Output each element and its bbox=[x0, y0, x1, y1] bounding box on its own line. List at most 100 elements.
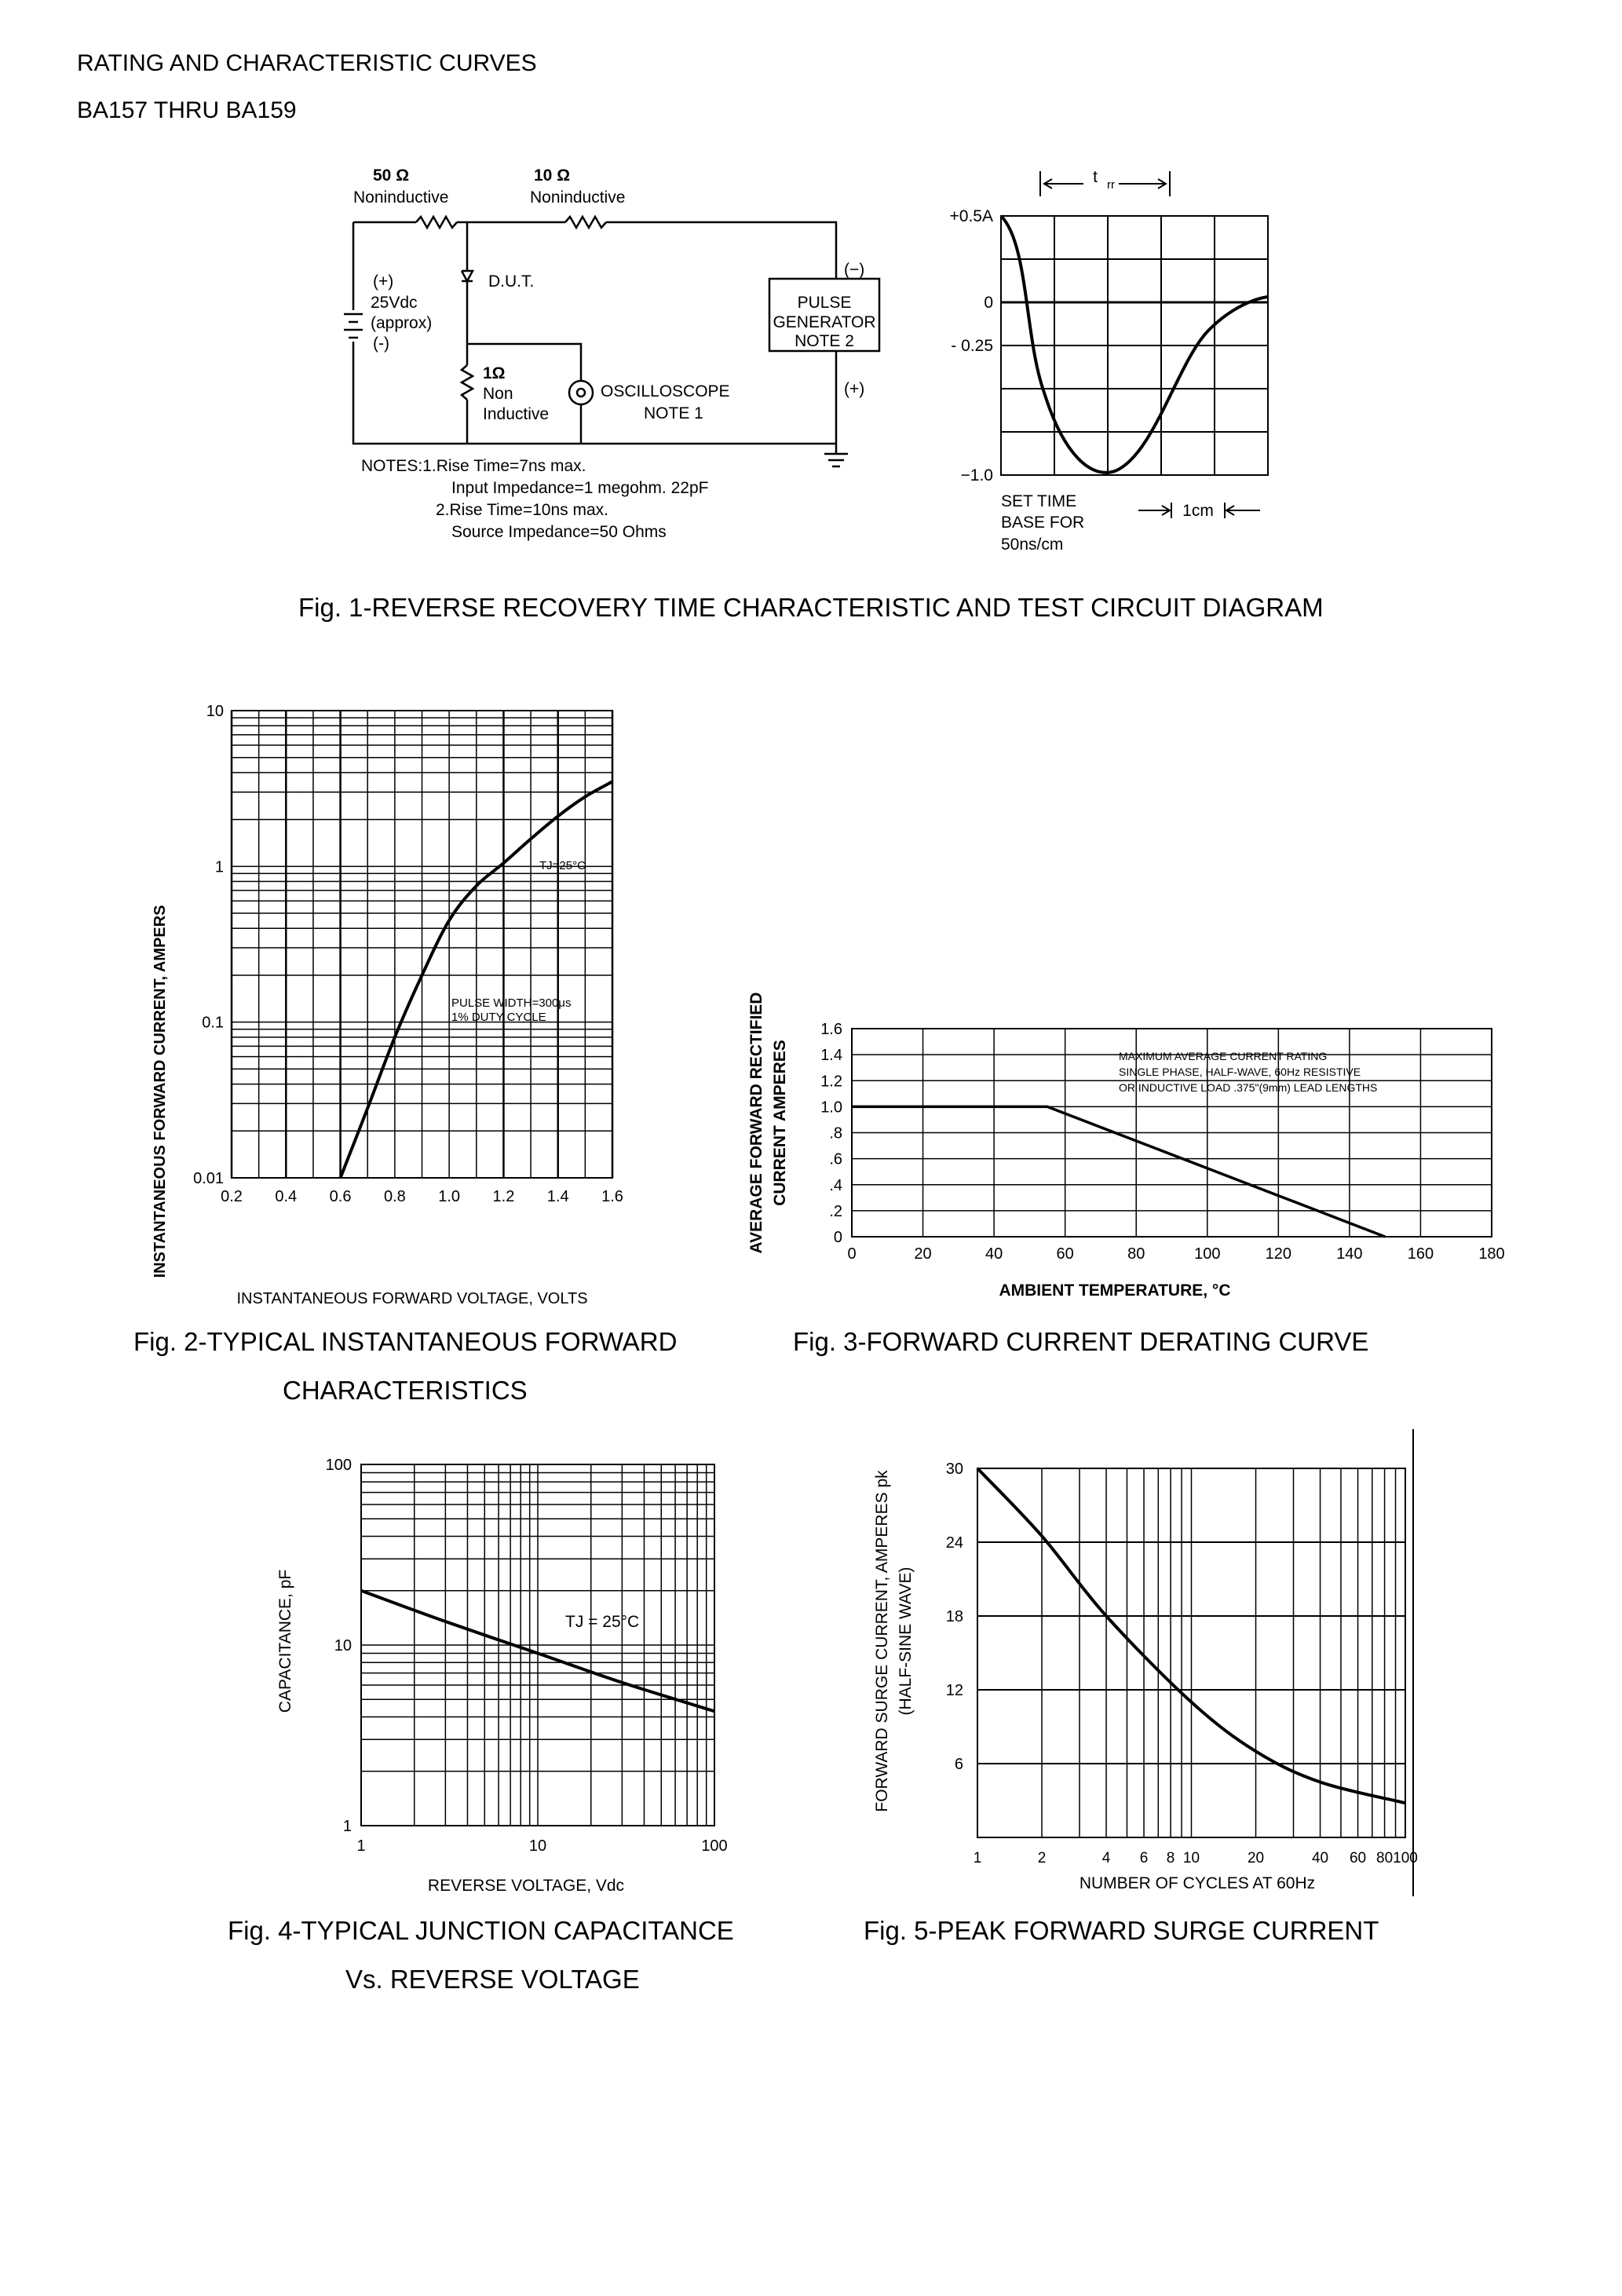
notes-line-1: NOTES:1.Rise Time=7ns max. bbox=[361, 457, 586, 475]
tick-label: .4 bbox=[829, 1177, 842, 1194]
tick-label: 80 bbox=[1376, 1850, 1393, 1866]
r1-value-label: 50 Ω bbox=[373, 166, 409, 185]
y-tick-label: +0.5A bbox=[950, 207, 993, 225]
r3-type-label: Non bbox=[483, 385, 513, 403]
tick-label: 40 bbox=[1312, 1850, 1328, 1866]
cm-scale-marker bbox=[1138, 503, 1260, 518]
fig4-caption: Fig. 4-TYPICAL JUNCTION CAPACITANCE bbox=[228, 1916, 734, 1945]
cm-label: 1cm bbox=[1182, 502, 1214, 520]
forward-characteristics-chart: INSTANTANEOUS FORWARD CURRENT, AMPERS IN… bbox=[152, 703, 623, 1307]
tick-label: 6 bbox=[955, 1756, 963, 1773]
set-time-label-2: BASE FOR bbox=[1001, 514, 1084, 532]
document-title: RATING AND CHARACTERISTIC CURVES bbox=[77, 50, 537, 76]
supply-pos-label: (+) bbox=[373, 272, 393, 291]
tick-label: 1.4 bbox=[820, 1047, 842, 1064]
oscilloscope-note-label: NOTE 1 bbox=[644, 404, 703, 422]
fig1-caption: Fig. 1-REVERSE RECOVERY TIME CHARACTERIS… bbox=[298, 593, 1324, 622]
set-time-label-1: SET TIME bbox=[1001, 492, 1076, 510]
trr-label: t bbox=[1093, 168, 1098, 186]
tick-label: 60 bbox=[1350, 1850, 1366, 1866]
resistor-50-ohm bbox=[415, 214, 458, 230]
tick-label: 1.2 bbox=[820, 1073, 842, 1090]
trr-subscript: rr bbox=[1107, 178, 1115, 192]
tick-label: 10 bbox=[206, 703, 224, 720]
tick-label: 10 bbox=[1183, 1850, 1200, 1866]
tick-label: 30 bbox=[946, 1461, 963, 1478]
supply-value-label: 25Vdc bbox=[371, 294, 418, 312]
tick-label: 180 bbox=[1478, 1245, 1504, 1263]
y-axis-label-2: (HALF-SINE WAVE) bbox=[897, 1567, 915, 1715]
tick-label: 8 bbox=[1167, 1850, 1175, 1866]
tick-label: 140 bbox=[1336, 1245, 1362, 1263]
tick-label: 2 bbox=[1038, 1850, 1047, 1866]
tj-annotation: TJ = 25°C bbox=[565, 1613, 639, 1631]
tick-label: .6 bbox=[829, 1151, 842, 1168]
tick-label: 24 bbox=[946, 1534, 963, 1552]
resistor-10-ohm bbox=[564, 214, 607, 230]
tick-label: 120 bbox=[1266, 1245, 1291, 1263]
tick-label: .2 bbox=[829, 1203, 842, 1220]
trr-marker bbox=[1039, 171, 1171, 196]
duty-cycle-annotation: 1% DUTY CYCLE bbox=[451, 1011, 546, 1024]
tick-label: 1.2 bbox=[493, 1188, 515, 1205]
tick-label: 10 bbox=[529, 1837, 546, 1855]
tick-label: 0.6 bbox=[330, 1188, 352, 1205]
supply-note-label: (approx) bbox=[371, 314, 432, 332]
tick-label: 4 bbox=[1102, 1850, 1111, 1866]
tick-label: 0.8 bbox=[384, 1188, 406, 1205]
series-line-0 bbox=[852, 1105, 1386, 1238]
tick-label: 100 bbox=[1393, 1850, 1418, 1866]
tick-label: 1 bbox=[343, 1818, 352, 1835]
tick-label: 12 bbox=[946, 1682, 963, 1699]
tick-label: 1 bbox=[215, 858, 224, 876]
recovery-waveform bbox=[999, 214, 1269, 474]
waveform-grid bbox=[1000, 215, 1269, 476]
tick-label: 0.4 bbox=[275, 1188, 297, 1205]
test-circuit-diagram: 50 Ω Noninductive 10 Ω Noninductive (+) … bbox=[344, 166, 881, 541]
series-line-0 bbox=[338, 780, 613, 1179]
supply-neg-label: (-) bbox=[373, 335, 389, 353]
fig2-caption-line-2: CHARACTERISTICS bbox=[283, 1376, 528, 1405]
generator-neg-label: (−) bbox=[844, 261, 864, 279]
tick-label: 0 bbox=[847, 1245, 856, 1263]
generator-label-1: PULSE bbox=[798, 294, 852, 312]
tick-label: 40 bbox=[985, 1245, 1003, 1263]
tick-label: 80 bbox=[1127, 1245, 1145, 1263]
tick-label: .8 bbox=[829, 1125, 842, 1143]
tick-label: 1 bbox=[974, 1850, 982, 1866]
tick-label: 6 bbox=[1140, 1850, 1149, 1866]
tick-label: 1.6 bbox=[601, 1188, 623, 1205]
tick-label: 20 bbox=[1248, 1850, 1264, 1866]
rating-annotation-3: OR INDUCTIVE LOAD .375"(9mm) LEAD LENGTH… bbox=[1119, 1081, 1377, 1094]
generator-label-3: NOTE 2 bbox=[795, 332, 854, 350]
oscilloscope-label: OSCILLOSCOPE bbox=[601, 382, 730, 400]
y-tick-label: 0 bbox=[984, 294, 993, 312]
r3-value-label: 1Ω bbox=[483, 364, 506, 382]
y-axis-label: FORWARD SURGE CURRENT, AMPERES pk bbox=[873, 1470, 891, 1812]
tick-label: 100 bbox=[326, 1457, 352, 1474]
reverse-recovery-waveform: t rr +0.5A 0 - 0.25 −1.0 SET TIME BASE F… bbox=[950, 168, 1269, 554]
x-axis-label: INSTANTANEOUS FORWARD VOLTAGE, VOLTS bbox=[236, 1290, 587, 1307]
series-line-0 bbox=[360, 1589, 715, 1713]
pulse-generator-box bbox=[768, 277, 881, 353]
y-axis-label: CAPACITANCE, pF bbox=[276, 1570, 294, 1713]
notes-line-3: 2.Rise Time=10ns max. bbox=[436, 501, 608, 519]
pulse-width-annotation: PULSE WIDTH=300μs bbox=[451, 996, 571, 1010]
tick-label: 0.2 bbox=[221, 1188, 243, 1205]
dut-label: D.U.T. bbox=[488, 272, 534, 291]
x-axis-label: REVERSE VOLTAGE, Vdc bbox=[428, 1877, 624, 1895]
tick-label: 0.1 bbox=[202, 1015, 224, 1032]
tick-label: 10 bbox=[334, 1637, 352, 1654]
rating-annotation-1: MAXIMUM AVERAGE CURRENT RATING bbox=[1119, 1050, 1327, 1062]
tick-label: 160 bbox=[1408, 1245, 1434, 1263]
tick-label: 100 bbox=[1194, 1245, 1220, 1263]
part-range: BA157 THRU BA159 bbox=[77, 97, 297, 123]
tick-label: 100 bbox=[701, 1837, 727, 1855]
fig3-caption: Fig. 3-FORWARD CURRENT DERATING CURVE bbox=[793, 1327, 1369, 1356]
r2-type-label: Noninductive bbox=[530, 188, 625, 207]
series-line-0 bbox=[976, 1467, 1406, 1805]
notes-line-2: Input Impedance=1 megohm. 22pF bbox=[451, 479, 708, 497]
